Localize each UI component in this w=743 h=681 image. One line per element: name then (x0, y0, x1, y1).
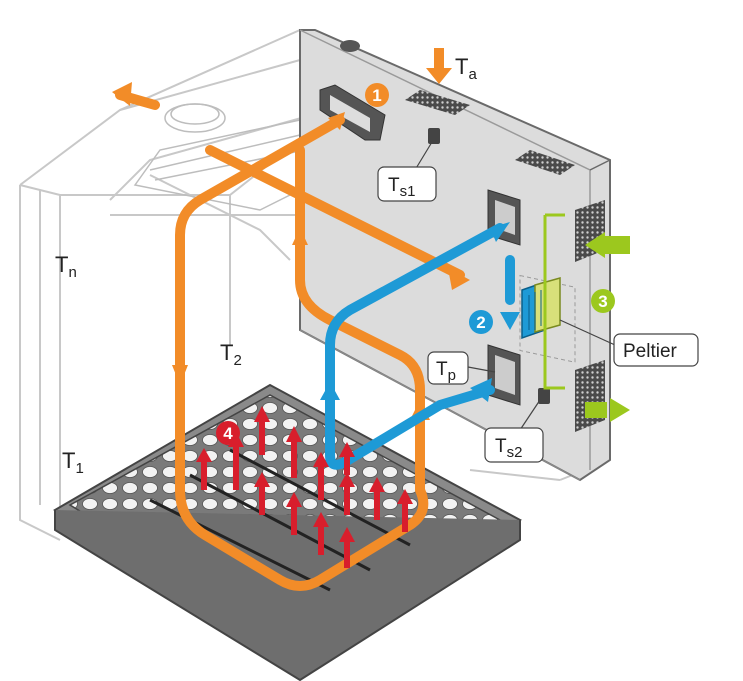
knob-icon (340, 40, 360, 52)
label-t1: T1 (62, 448, 84, 477)
red-arrow (339, 472, 355, 515)
arrow-green-in (585, 232, 605, 258)
arrow-into-port (490, 222, 510, 242)
floor-plate (53, 383, 522, 681)
svg-text:Ta: Ta (455, 54, 477, 83)
label-tn: Tn (55, 252, 77, 281)
arrow-into-fan (328, 112, 345, 130)
badge-1: 1 (365, 83, 389, 107)
svg-text:Peltier: Peltier (623, 341, 678, 362)
svg-text:Ts2: Ts2 (495, 436, 522, 461)
red-arrow (313, 512, 329, 555)
svg-text:4: 4 (223, 424, 233, 443)
red-arrow (369, 477, 385, 520)
sensor-ts1-icon (428, 128, 440, 144)
blue-arrowheads (320, 222, 520, 402)
arrow-green-out (610, 398, 630, 422)
arrow-out-left (112, 82, 132, 106)
label-ta: Ta (455, 54, 477, 83)
red-arrow (313, 452, 329, 500)
red-arrow (196, 448, 212, 490)
svg-text:Tp: Tp (436, 359, 456, 384)
svg-text:Ts1: Ts1 (388, 175, 415, 200)
svg-text:1: 1 (372, 86, 381, 105)
svg-text:3: 3 (598, 292, 607, 311)
badge-4: 4 (216, 421, 240, 445)
green-airflow (543, 213, 630, 422)
rear-vent (515, 150, 575, 175)
badge-3: 3 (591, 289, 615, 313)
arrow-down-left (172, 365, 188, 385)
red-arrow (397, 489, 413, 532)
badge-2: 2 (469, 310, 493, 334)
red-heat-arrows (196, 406, 413, 568)
red-arrow (339, 442, 355, 475)
sensor-ts2-icon (538, 388, 550, 404)
arrow-from-port (470, 378, 492, 402)
arrow-to-peltier (500, 312, 520, 330)
ambient-arrow (426, 48, 452, 84)
label-t2: T2 (220, 340, 242, 369)
svg-text:T2: T2 (220, 340, 242, 369)
red-arrow (254, 406, 270, 455)
label-peltier: Peltier (559, 319, 699, 367)
label-ts1: Ts1 (377, 141, 437, 202)
arrow-up-blue (320, 382, 340, 400)
red-arrow (286, 426, 302, 478)
red-arrow (339, 527, 355, 568)
side-vent-lower (575, 360, 605, 432)
svg-text:2: 2 (476, 313, 485, 332)
arrow-up-mid (292, 228, 308, 245)
red-arrow (286, 492, 302, 535)
blue-airflow (325, 223, 515, 470)
label-ts2: Ts2 (484, 399, 544, 463)
peltier-module (521, 277, 561, 340)
label-tp: Tp (427, 351, 496, 385)
svg-text:T1: T1 (62, 448, 84, 477)
top-vent (405, 90, 470, 115)
red-arrow (254, 472, 270, 515)
arrow-out-right (448, 268, 470, 290)
svg-text:Tn: Tn (55, 252, 77, 281)
